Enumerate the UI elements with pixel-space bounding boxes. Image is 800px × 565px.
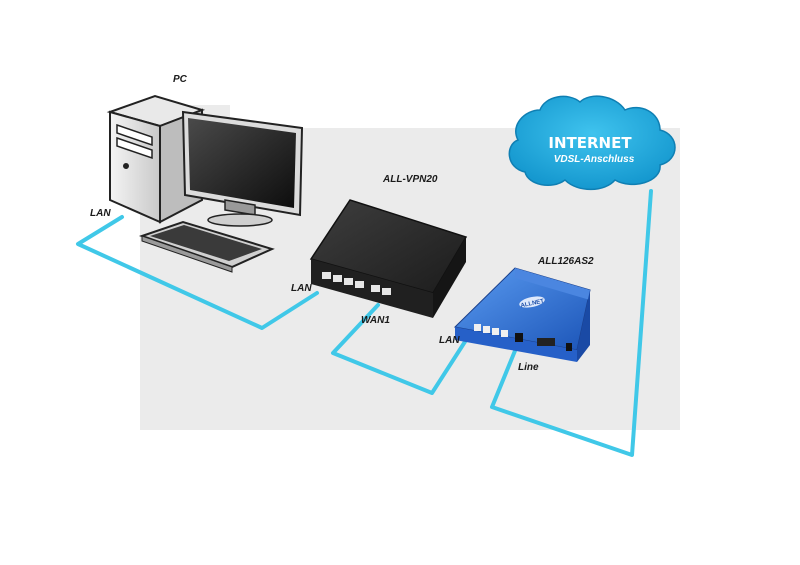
cable-pc-to-vpn (76, 215, 319, 330)
internet-cloud (508, 95, 676, 191)
pc-lan-label: LAN (90, 208, 111, 219)
pc-monitor (181, 110, 304, 227)
vpn-lan-label: LAN (291, 283, 312, 294)
vdsl-modem: ALLNET (453, 267, 591, 362)
cable-vpn-to-modem (331, 303, 470, 395)
internet-title: INTERNET (548, 134, 632, 152)
modem-power-port (566, 343, 572, 351)
modem-line-label: Line (518, 362, 539, 373)
internet-subtitle: VDSL-Anschluss (554, 154, 635, 165)
vpn-wan-label: WAN1 (361, 315, 390, 326)
vpn-router (309, 199, 468, 318)
modem-ports (474, 324, 508, 337)
modem-device-label: ALL126AS2 (537, 256, 594, 267)
pc-label: PC (173, 74, 188, 85)
cable-modem-to-internet (490, 189, 653, 457)
modem-lan-label: LAN (439, 335, 460, 346)
backdrop-inner-white (240, 105, 540, 128)
modem-line-port (515, 333, 523, 342)
pc-keyboard (138, 220, 275, 273)
vpn-device-label: ALL-VPN20 (382, 174, 438, 185)
vpn-ports (322, 272, 391, 295)
modem-logo-text: ALLNET (520, 298, 545, 309)
modem-serial-port (537, 338, 555, 346)
